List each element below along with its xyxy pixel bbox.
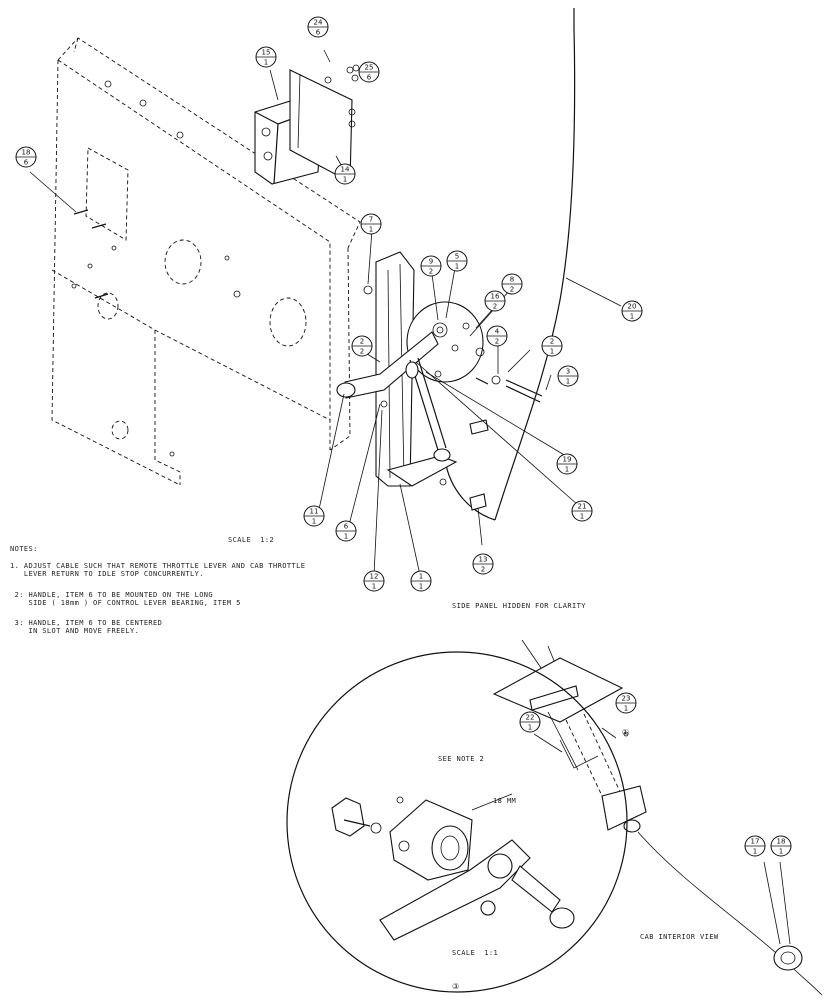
balloon-quantity: 1 [369,226,373,234]
balloon-item-number: 11 [310,508,319,516]
balloon-item-number: 2 [360,338,364,346]
item-balloon-b4: 42 [486,325,508,347]
balloon-quantity: 2 [510,286,514,294]
item-balloon-b17: 171 [744,835,766,857]
balloon-item-number: 9 [429,258,433,266]
item-balloon-b25: 256 [358,61,380,83]
balloon-item-number: 2 [550,338,554,346]
balloon-item-number: 4 [495,328,500,336]
balloon-quantity: 1 [344,533,348,541]
item-balloon-b13: 132 [472,553,494,575]
item-balloon-b11: 111 [303,505,325,527]
mounting-plate [51,37,361,486]
balloon-quantity: 1 [419,583,423,591]
balloon-quantity: 1 [565,466,569,474]
balloon-quantity: 1 [624,705,628,713]
lever-assembly [336,251,543,511]
balloon-item-number: 5 [455,253,459,261]
balloon-item-number: 18 [777,838,786,846]
balloon-item-number: 25 [365,64,374,72]
item-balloon-b24: 246 [307,16,329,38]
balloon-quantity: 1 [779,848,783,856]
item-balloon-b14: 141 [334,163,356,185]
note-3: 3: HANDLE, ITEM 6 TO BE CENTERED IN SLOT… [14,619,163,635]
notes-heading: NOTES: [10,545,38,553]
balloon-quantity: 2 [429,268,433,276]
dimension-label: 18 MM [493,797,517,805]
balloon-item-number: 6 [344,523,349,531]
item-balloon-b23: 231 [615,692,637,714]
balloon-item-number: 7 [369,216,373,224]
side-panel-outline [444,8,576,521]
balloon-quantity: 1 [312,518,316,526]
item-balloon-b7: 71 [360,213,382,235]
relay-box [254,64,360,185]
balloon-item-number: 17 [751,838,760,846]
balloon-item-number: 19 [563,456,572,464]
item-balloon-b18b: 181 [770,835,792,857]
balloon-item-number: 15 [262,49,271,57]
balloon-quantity: 2 [493,303,497,311]
balloon-item-number: 21 [578,503,587,511]
item-balloon-b3: 31 [557,365,579,387]
scale-main-label: SCALE 1:2 [228,536,275,544]
balloon-item-number: 23 [622,695,631,703]
balloon-quantity: 6 [316,29,321,37]
balloon-item-number: 16 [491,293,500,301]
balloon-quantity: 1 [753,848,757,856]
balloon-quantity: 1 [550,348,554,356]
balloon-item-number: 3 [566,368,570,376]
ref-circle-3: ③ [452,982,460,991]
item-balloon-b21: 211 [571,500,593,522]
balloon-quantity: 1 [566,378,570,386]
item-balloon-b20: 201 [621,300,643,322]
balloon-quantity: 2 [481,566,485,574]
balloon-quantity: 1 [455,263,459,271]
balloon-quantity: 1 [264,59,268,67]
side-panel-hidden-label: SIDE PANEL HIDDEN FOR CLARITY [452,602,586,610]
item-balloon-b9: 92 [420,255,442,277]
balloon-item-number: 14 [341,166,350,174]
item-balloon-b5: 51 [446,250,468,272]
balloon-quantity: 6 [367,74,372,82]
item-balloon-b16: 162 [484,290,506,312]
note-1: 1. ADJUST CABLE SUCH THAT REMOTE THROTTL… [10,562,306,578]
balloon-item-number: 22 [526,714,535,722]
detail-view [286,651,628,993]
item-balloon-b18: 186 [15,146,37,168]
ref-circle-1: ① [622,728,630,737]
see-note-label: SEE NOTE 2 [438,755,485,763]
balloon-quantity: 1 [630,313,634,321]
balloon-item-number: 18 [22,149,31,157]
balloon-quantity: 1 [528,724,532,732]
item-balloon-b19: 191 [556,453,578,475]
item-balloon-b6: 61 [335,520,357,542]
balloon-item-number: 8 [510,276,514,284]
balloon-quantity: 1 [343,176,347,184]
item-balloon-b1: 11 [410,570,432,592]
item-balloon-b22: 221 [519,711,541,733]
item-balloon-b2: 21 [541,335,563,357]
item-balloon-b10: 22 [351,335,373,357]
cab-interior-label: CAB INTERIOR VIEW [640,933,719,941]
balloon-quantity: 1 [372,583,376,591]
balloon-quantity: 1 [580,513,584,521]
balloon-quantity: 6 [24,159,29,167]
cab-interior-view [492,639,823,996]
item-balloon-b12: 121 [363,570,385,592]
balloon-item-number: 12 [370,573,379,581]
balloon-item-number: 1 [419,573,423,581]
item-balloon-b8: 82 [501,273,523,295]
balloon-quantity: 2 [360,348,364,356]
balloon-item-number: 20 [628,303,637,311]
note-2: 2: HANDLE, ITEM 6 TO BE MOUNTED ON THE L… [14,591,241,607]
balloon-item-number: 13 [479,556,488,564]
balloon-quantity: 2 [495,338,499,346]
item-balloon-b15: 151 [255,46,277,68]
balloon-item-number: 24 [314,19,323,27]
scale-detail-label: SCALE 1:1 [452,949,499,957]
